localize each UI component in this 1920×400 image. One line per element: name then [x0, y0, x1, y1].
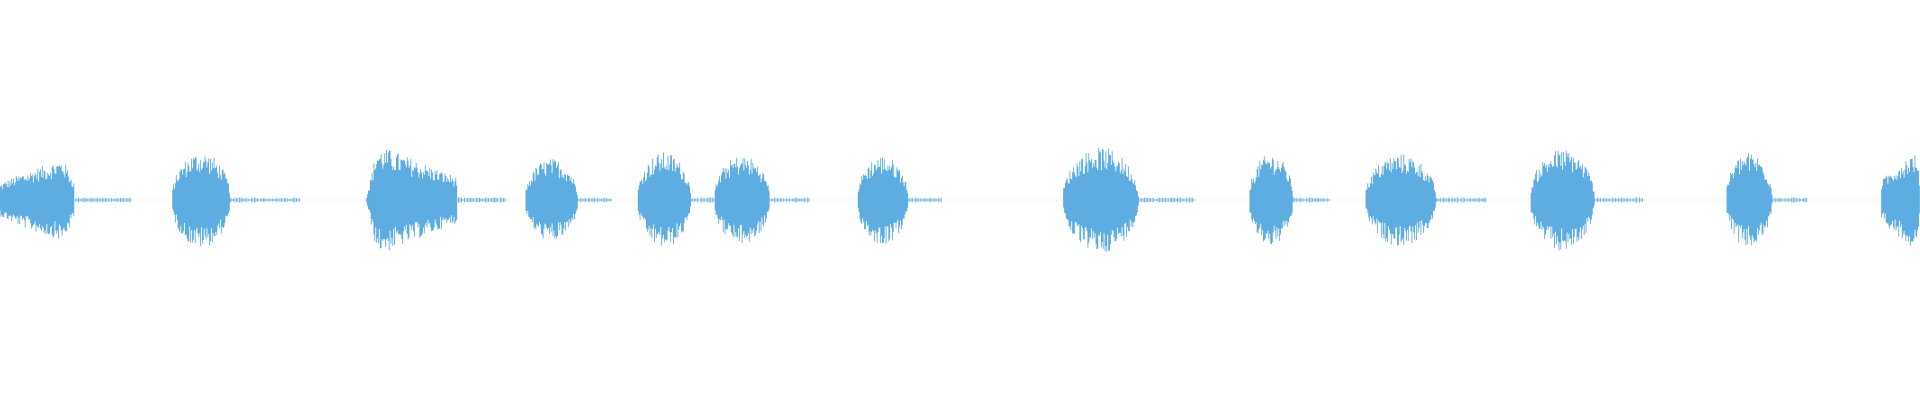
waveform-segment [172, 156, 300, 246]
waveform-segment [857, 157, 942, 244]
waveform-segment [525, 159, 612, 239]
waveform-segment [1881, 155, 1920, 246]
waveform-burst [0, 164, 132, 239]
waveform-segment [1530, 150, 1644, 251]
waveform-burst [172, 156, 300, 246]
waveform-segment [1063, 147, 1195, 252]
waveform-burst [1365, 154, 1487, 246]
waveform-burst [714, 157, 810, 244]
waveform-segment [1365, 154, 1487, 246]
waveform-segment [1249, 156, 1330, 245]
waveform-burst [857, 157, 942, 244]
waveform-segment [714, 157, 810, 244]
waveform-segment [1726, 152, 1808, 246]
waveform-burst [1881, 155, 1920, 246]
waveform-burst [1726, 152, 1808, 246]
waveform-segment [366, 149, 506, 251]
waveform-burst [1530, 150, 1644, 251]
waveform-burst [1249, 156, 1330, 245]
waveform-burst [1063, 147, 1195, 252]
waveform-burst [366, 149, 506, 251]
waveform-segment [0, 164, 132, 239]
waveform-burst [525, 159, 612, 239]
